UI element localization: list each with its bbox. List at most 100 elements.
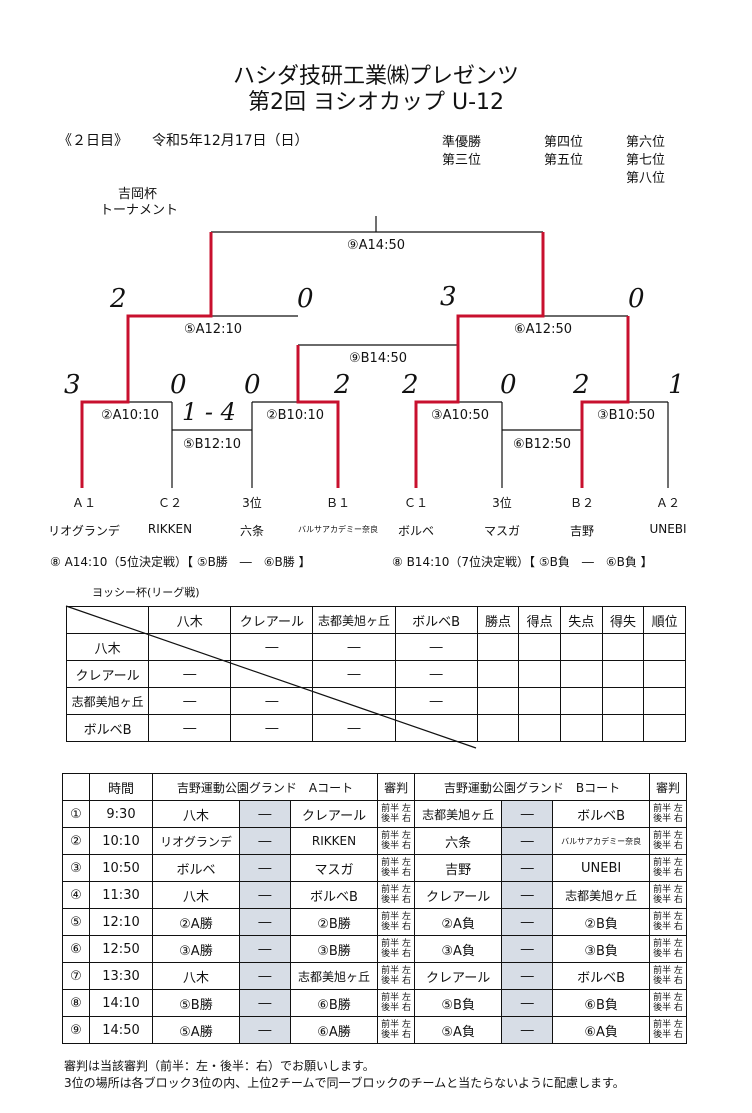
place-seventh: 第七位: [626, 153, 666, 168]
schedule-a-vs: ―: [238, 908, 291, 936]
placement-right: ⑧ B14:10（7位決定戦）【 ⑤B負 ― ⑥B負 】: [392, 555, 653, 569]
slot-semi-right: ⑥A12:50: [513, 322, 572, 337]
schedule-a-ref: 前半 左後半 右: [377, 1016, 416, 1044]
ref-first-half: 前半 左: [653, 939, 683, 949]
ref-second-half: 後半 右: [653, 814, 683, 824]
league-cell: [476, 687, 520, 715]
ref-second-half: 後半 右: [381, 1030, 412, 1040]
league-cell: ―: [312, 633, 396, 661]
place-fifth: 第五位: [544, 153, 584, 168]
league-row: ボルベB ― ― ―: [65, 714, 686, 742]
schedule-b-home: 志都美旭ヶ丘: [414, 800, 503, 828]
score-cons-left: 1 - 4: [182, 398, 236, 426]
league-cell: [518, 633, 561, 661]
ref-second-half: 後半 右: [653, 976, 683, 986]
league-header-row: 八木 クレアール 志都美旭ヶ丘 ボルベB 勝点 得点 失点 得失 順位: [65, 606, 686, 634]
schedule-no: ⑤: [62, 908, 90, 936]
schedule-a-ref: 前半 左後半 右: [377, 962, 416, 990]
league-row-team: ボルベB: [65, 714, 150, 742]
schedule-a-away: ボルベB: [289, 881, 379, 909]
slot-final: ⑨A14:50: [346, 238, 405, 253]
league-cell: [601, 633, 645, 661]
schedule-b-home: クレアール: [414, 881, 503, 909]
date-label: 令和5年12月17日（日）: [152, 133, 309, 149]
schedule-a-away: RIKKEN: [289, 827, 379, 855]
slot-q1: ②A10:10: [100, 408, 159, 423]
place-third: 第三位: [442, 153, 482, 168]
league-cell: ―: [148, 687, 232, 715]
league-col: 志都美旭ヶ丘: [312, 606, 396, 634]
ref-second-half: 後半 右: [381, 949, 412, 959]
ref-first-half: 前半 左: [381, 885, 412, 895]
schedule-a-ref: 前半 左後半 右: [377, 800, 416, 828]
schedule-b-home: 吉野: [414, 854, 503, 882]
league-cell: [643, 714, 686, 742]
league-cell: [476, 633, 520, 661]
score-q1-r: 0: [170, 370, 187, 400]
league-col: 八木: [148, 606, 232, 634]
score-semi-left-r: 0: [297, 284, 314, 314]
seed-7: Ｂ２: [569, 496, 594, 510]
schedule-a-home: 八木: [152, 962, 240, 990]
league-cell: ―: [230, 633, 314, 661]
ref-first-half: 前半 左: [653, 858, 683, 868]
schedule-b-ref: 前半 左後半 右: [649, 962, 687, 990]
schedule-a-away: ②B勝: [289, 908, 379, 936]
schedule-time: 9:30: [89, 800, 153, 828]
league-cell: [518, 687, 561, 715]
schedule-no: ⑦: [62, 962, 90, 990]
league-col: クレアール: [230, 606, 314, 634]
league-cell: [559, 633, 603, 661]
schedule-b-away: ボルベB: [552, 962, 650, 990]
league-table: 八木 クレアール 志都美旭ヶ丘 ボルベB 勝点 得点 失点 得失 順位 八木 ―…: [65, 606, 686, 742]
schedule-b-away: ボルベB: [552, 800, 650, 828]
schedule-a-away: ③B勝: [289, 935, 379, 963]
schedule-a-vs: ―: [238, 935, 291, 963]
schedule-time: 14:10: [89, 989, 153, 1017]
ref-first-half: 前半 左: [653, 1020, 683, 1030]
schedule-header-row: 時間 吉野運動公園グランド Aコート 審判 吉野運動公園グランド Bコート 審判: [62, 773, 687, 801]
ref-second-half: 後半 右: [653, 1003, 683, 1013]
ref-first-half: 前半 左: [653, 993, 683, 1003]
schedule-b-ref: 前半 左後半 右: [649, 827, 687, 855]
schedule-a-ref: 前半 左後半 右: [377, 854, 416, 882]
team-5: ボルベ: [397, 524, 434, 538]
schedule-no: ⑧: [62, 989, 90, 1017]
ref-first-half: 前半 左: [653, 885, 683, 895]
seed-4: Ｂ１: [325, 496, 350, 510]
schedule-b-home: ⑤A負: [414, 1016, 503, 1044]
league-col: ボルベB: [394, 606, 478, 634]
schedule-a-home: リオグランデ: [152, 827, 240, 855]
league-cell: ―: [230, 687, 314, 715]
schedule-a-vs: ―: [238, 962, 291, 990]
schedule-b-ref: 前半 左後半 右: [649, 908, 687, 936]
seed-2: Ｃ２: [157, 496, 182, 510]
schedule-b-vs: ―: [501, 962, 554, 990]
league-cell: [476, 714, 520, 742]
title-line1: ハシダ技研工業㈱プレゼンツ: [232, 64, 519, 89]
league-label: ヨッシー杯(リーグ戦): [92, 586, 200, 599]
schedule-a-away: 志都美旭ヶ丘: [289, 962, 379, 990]
day-label: 《２日目》: [58, 133, 128, 149]
ref-first-half: 前半 左: [381, 831, 412, 841]
league-cell: ―: [148, 714, 232, 742]
place-fourth: 第四位: [544, 135, 584, 150]
schedule-b-vs: ―: [501, 827, 554, 855]
schedule-a-home: ②A勝: [152, 908, 240, 936]
ref-first-half: 前半 左: [653, 912, 683, 922]
score-q4-r: 1: [668, 370, 685, 400]
schedule-no: ⑨: [62, 1016, 90, 1044]
schedule-b-ref: 前半 左後半 右: [649, 800, 687, 828]
schedule-a-vs: ―: [238, 881, 291, 909]
league-stat-col: 得点: [518, 606, 561, 634]
schedule-a-away: ⑥A勝: [289, 1016, 379, 1044]
score-q3-l: 2: [402, 370, 419, 400]
tournament-label-1: 吉岡杯: [118, 187, 158, 202]
place-sixth: 第六位: [626, 135, 666, 150]
schedule-b-ref: 前半 左後半 右: [649, 989, 687, 1017]
